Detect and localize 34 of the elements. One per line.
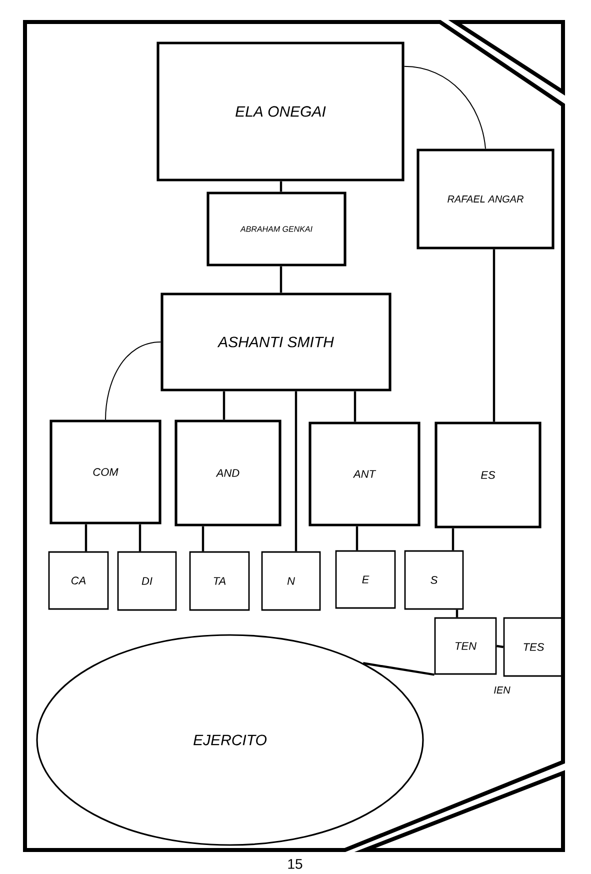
name-box: TA (189, 551, 250, 611)
connector-line (456, 610, 458, 618)
connector-line (280, 266, 282, 293)
connector-line (222, 391, 226, 420)
connector-line (496, 644, 504, 648)
person-box: ANT (308, 422, 420, 526)
name-box: E (335, 550, 396, 609)
name-box: DI (117, 551, 177, 611)
connector-line (138, 524, 142, 552)
connector-line (404, 66, 486, 150)
person-box: ASHANTI SMITH (160, 292, 392, 392)
name-box: S (404, 550, 464, 610)
name-box: N (261, 551, 321, 611)
person-box: ES (434, 422, 542, 528)
name-box: TEN (434, 617, 497, 675)
connector-line (202, 526, 204, 552)
connector-line (356, 526, 358, 550)
page-number: 15 (288, 859, 302, 869)
person-box: ELA ONEGAI (156, 42, 404, 182)
connector-line (492, 249, 496, 422)
connector-line (280, 181, 282, 192)
connector-line (84, 524, 88, 552)
name-box: CA (48, 551, 109, 610)
person-box: AND (174, 420, 282, 526)
person-box: ABRAHAM GENKAI (206, 192, 346, 266)
connector-line (294, 391, 298, 552)
connector-line (354, 391, 356, 422)
person-box: COM (50, 420, 162, 524)
person-box: RAFAEL ANGAR (416, 148, 554, 250)
connector-line (362, 662, 434, 676)
connector-line (452, 528, 454, 550)
side-label: IEN (494, 686, 510, 694)
connector-line (105, 342, 162, 420)
name-box: TES (503, 617, 564, 677)
